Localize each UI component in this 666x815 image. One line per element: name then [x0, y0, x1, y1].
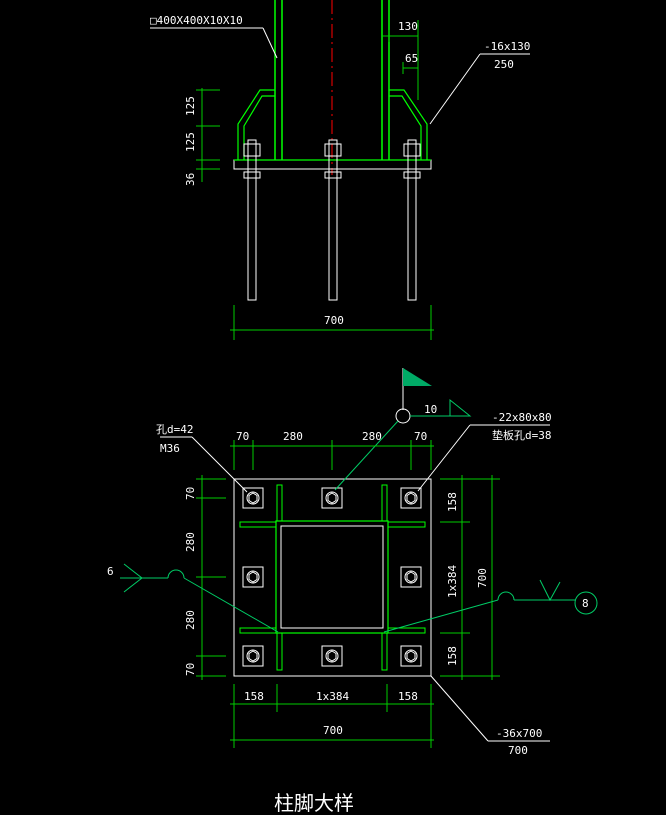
left-dim-2: 280	[184, 610, 197, 630]
bolt-size-label: M36	[160, 442, 180, 455]
stiffener-right	[389, 89, 428, 160]
dim-plate-thk: 36	[184, 173, 197, 186]
stiffener-length: 250	[494, 58, 514, 71]
plan-column-inner	[280, 525, 384, 629]
dim-v-mid: 125	[184, 132, 197, 152]
top-dim-1: 280	[283, 430, 303, 443]
dim-v-top: 125	[184, 96, 197, 116]
elevation-view: □400X400X10X10 130 65 -16x130 250 125 12…	[150, 0, 530, 340]
bottom-total: 700	[323, 724, 343, 737]
weld-right-label: 8	[582, 597, 589, 610]
bottom-dim-0: 158	[244, 690, 264, 703]
washer-spec-label: -22x80x80	[492, 411, 552, 424]
right-dim-1: 1x384	[446, 565, 459, 598]
stiffener-spec: -16x130	[484, 40, 530, 53]
plan-column-outer	[275, 520, 389, 634]
dim-stiffener-offset: 65	[405, 52, 418, 65]
anchor-bolts	[243, 139, 421, 301]
weld-symbol-left	[120, 563, 279, 633]
weld-flag-symbol	[334, 368, 472, 491]
column-walls	[274, 0, 390, 160]
right-dim-0: 158	[446, 492, 459, 512]
weld-size-top: 10	[424, 403, 437, 416]
washer-hole-label: 垫板孔d=38	[492, 428, 552, 442]
plan-base-plate	[233, 478, 432, 677]
plan-stiffeners	[239, 484, 426, 671]
column-section-label: □400X400X10X10	[150, 14, 243, 27]
stiffener-left	[237, 89, 275, 160]
plan-bolts	[242, 487, 422, 667]
top-dim-0: 70	[236, 430, 249, 443]
right-total: 700	[476, 568, 489, 588]
dim-base-width: 700	[324, 314, 344, 327]
left-dim-0: 70	[184, 487, 197, 500]
base-plate	[233, 159, 432, 170]
left-dim-1: 280	[184, 532, 197, 552]
left-dim-3: 70	[184, 663, 197, 676]
hole-dia-label: 孔d=42	[156, 423, 194, 436]
bottom-dim-2: 158	[398, 690, 418, 703]
bottom-dim-1: 1x384	[316, 690, 349, 703]
top-dim-3: 70	[414, 430, 427, 443]
drawing-title: 柱脚大样	[274, 791, 354, 815]
plan-view: 孔d=42 M36 -22x80x80 垫板孔d=38 10 70 280 28	[107, 368, 598, 757]
right-dim-2: 158	[446, 646, 459, 666]
plate-length-label: 700	[508, 744, 528, 757]
plate-spec-label: -36x700	[496, 727, 542, 740]
top-dim-2: 280	[362, 430, 382, 443]
weld-symbol-right	[383, 579, 598, 633]
weld-left-label: 6	[107, 565, 114, 578]
dim-stiffener-width: 130	[398, 20, 418, 33]
